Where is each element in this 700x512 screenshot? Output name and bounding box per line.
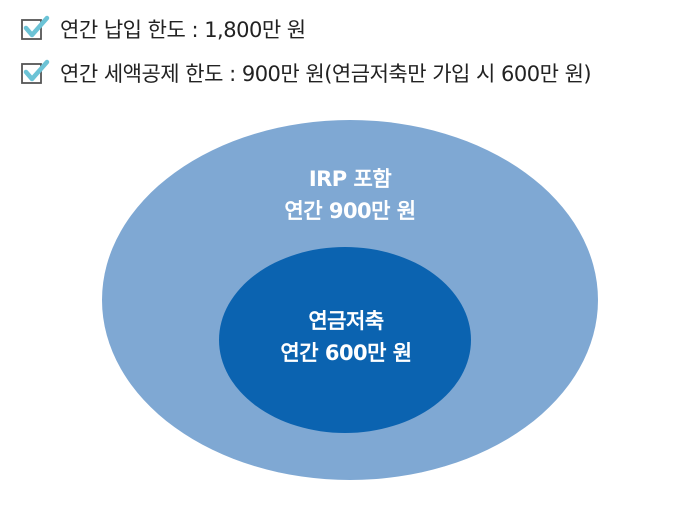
inner-ellipse-pension-savings <box>219 247 471 433</box>
outer-label-line2: 연간 900만 원 <box>284 199 416 223</box>
inner-label-line2: 연간 600만 원 <box>280 341 412 365</box>
bullet-text: 연간 납입 한도 : 1,800만 원 <box>60 18 306 42</box>
bullet-item-tax-deduction-limit: 연간 세액공제 한도 : 900만 원(연금저축만 가입 시 600만 원) <box>20 58 592 88</box>
bullet-text: 연간 세액공제 한도 : 900만 원(연금저축만 가입 시 600만 원) <box>60 62 592 86</box>
checkbox-checked-icon <box>21 15 50 40</box>
checkbox-checked-icon <box>21 59 50 84</box>
inner-label-line1: 연금저축 <box>308 309 384 333</box>
bullet-item-annual-payment-limit: 연간 납입 한도 : 1,800만 원 <box>20 14 306 44</box>
outer-label-line1: IRP 포함 <box>308 167 392 191</box>
